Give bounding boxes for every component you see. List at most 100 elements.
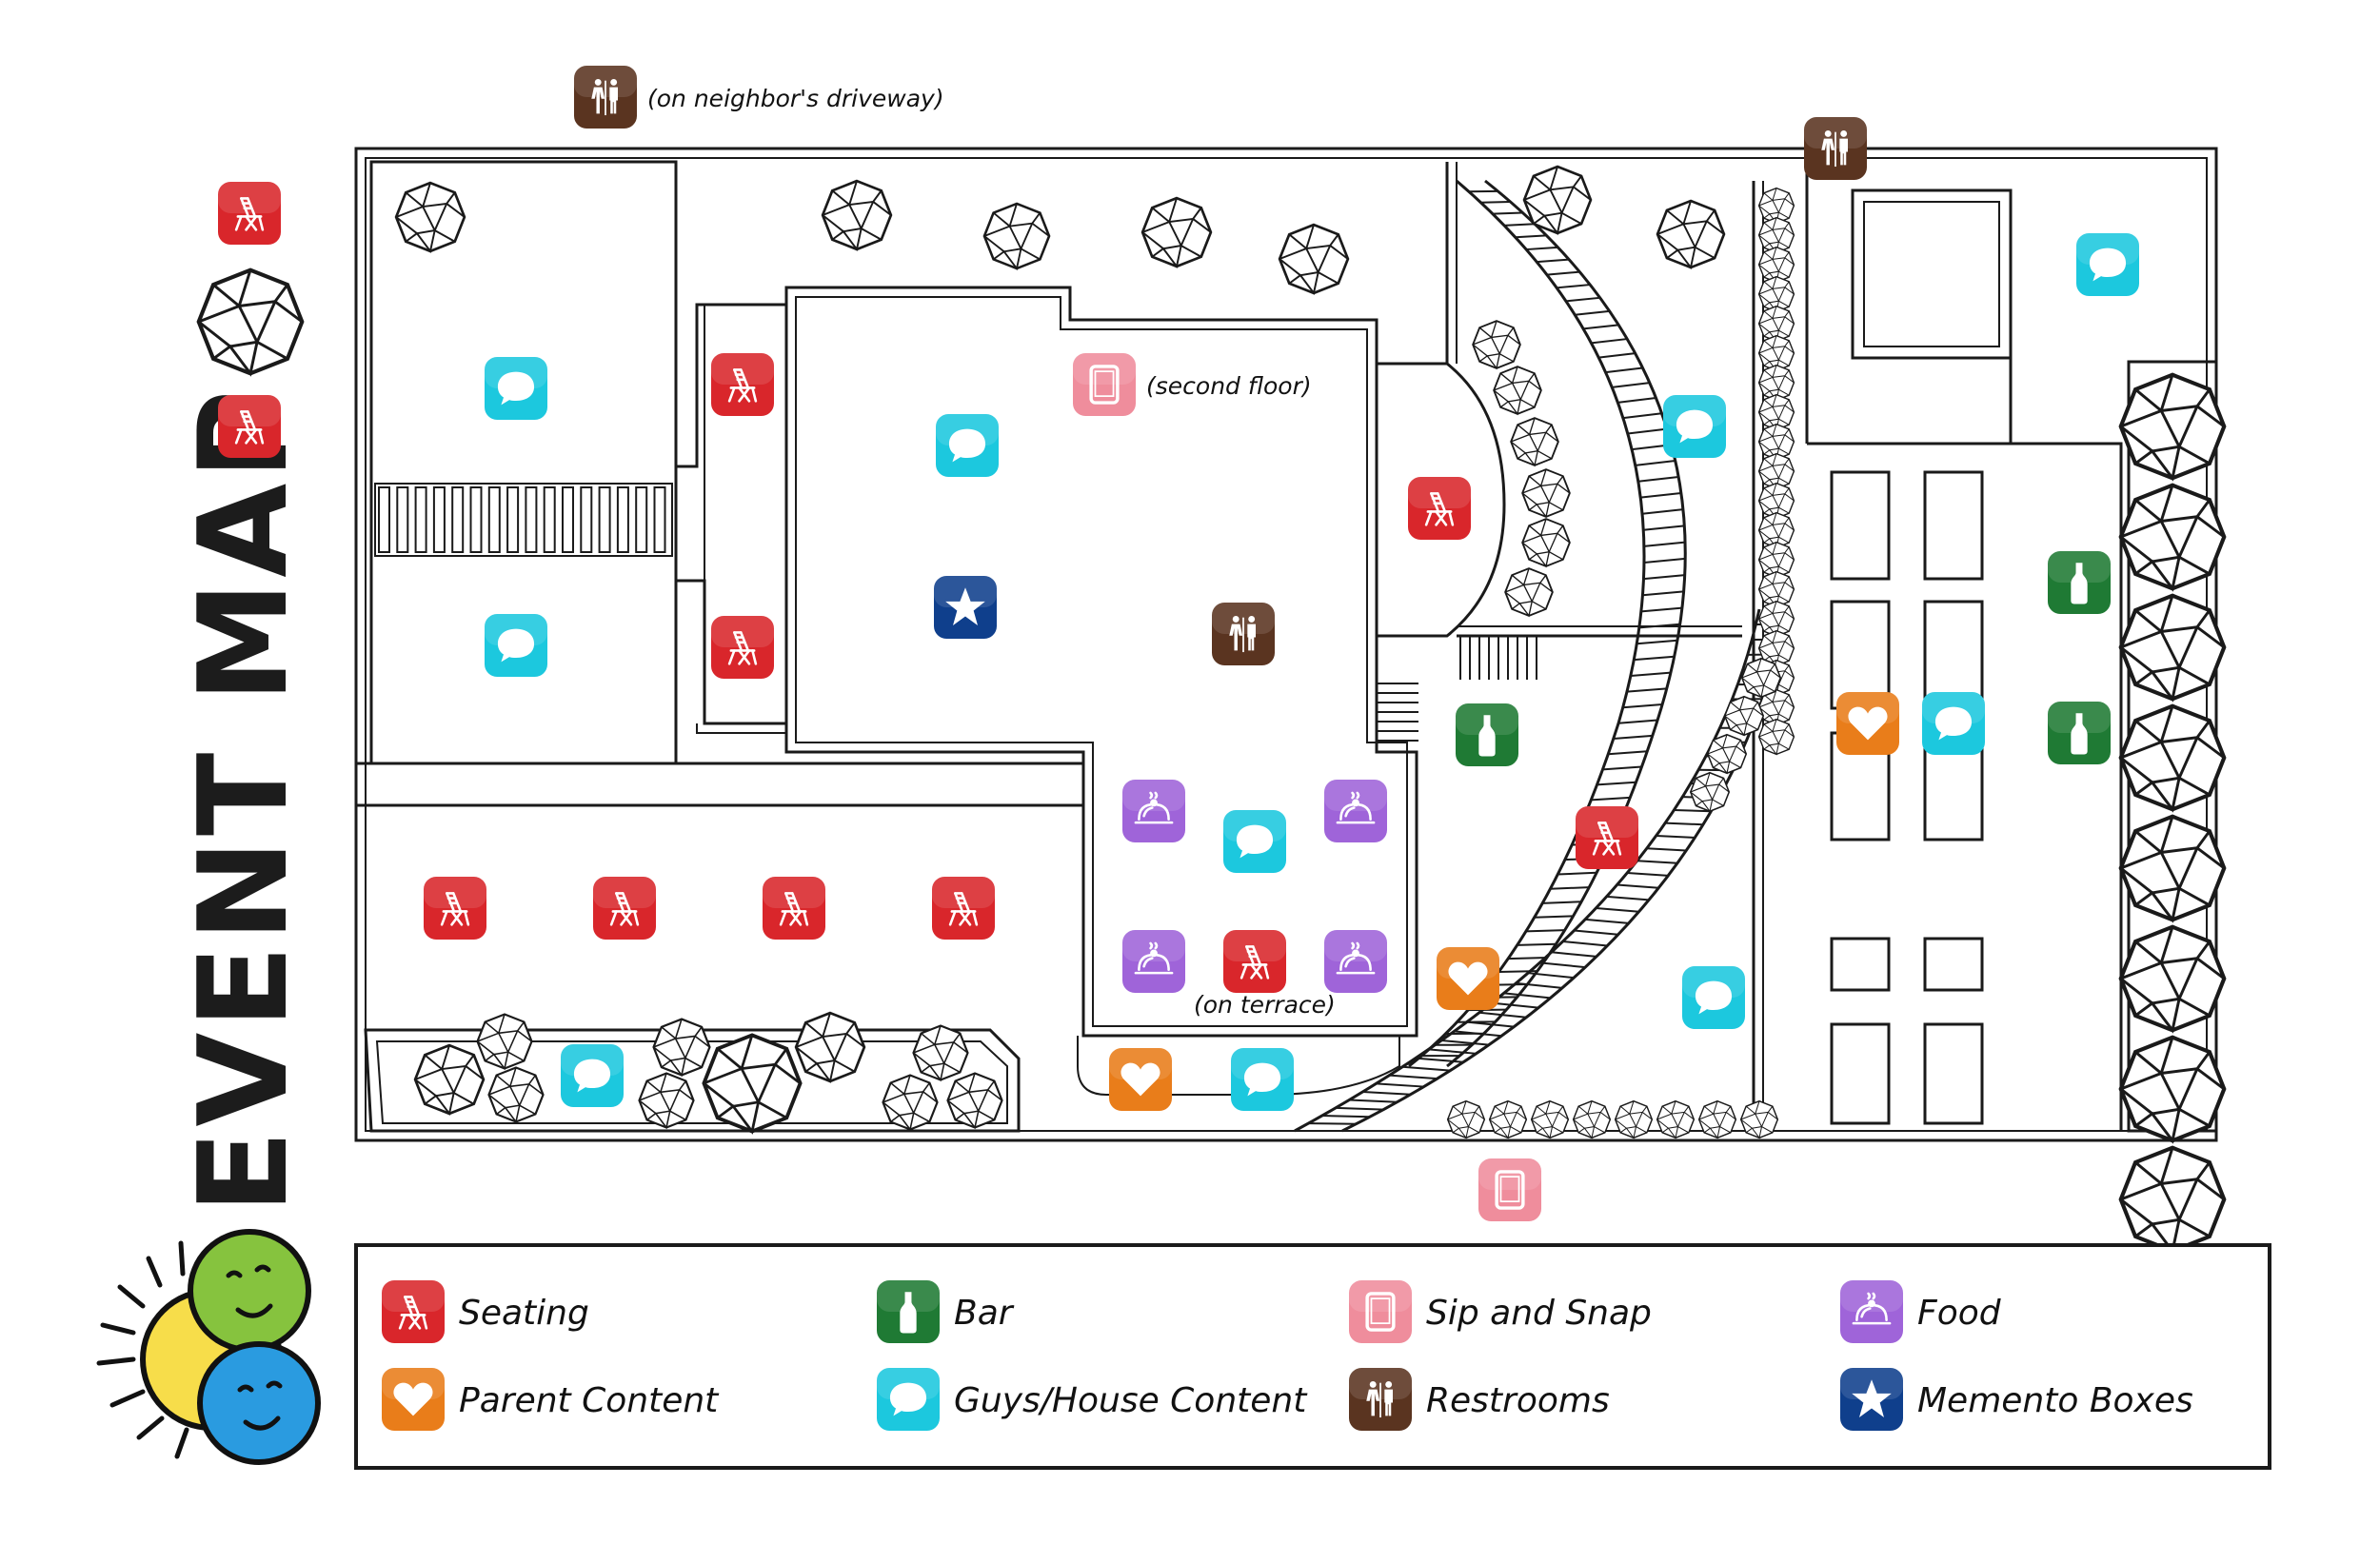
legend-label: Bar (954, 1294, 1015, 1333)
tree-icon (1614, 1099, 1654, 1139)
marker-food[interactable] (1122, 780, 1185, 842)
tree-icon (2121, 927, 2225, 1031)
tree-icon (1140, 196, 1213, 268)
marker-guys-house-content[interactable] (936, 414, 999, 477)
bench-stripes (374, 483, 673, 557)
tree-icon (1689, 771, 1731, 813)
marker-seating[interactable] (218, 395, 281, 458)
marker-guys-house-content[interactable] (1663, 395, 1726, 458)
marker-restrooms[interactable] (1804, 117, 1867, 180)
tree-icon (1446, 1099, 1486, 1139)
tree-icon (702, 1033, 803, 1134)
marker-seating[interactable] (711, 616, 774, 679)
tree-icon (2121, 817, 2225, 921)
tree-icon (1510, 417, 1559, 466)
marker-memento-boxes[interactable] (934, 576, 997, 639)
tree-icon (1493, 366, 1542, 415)
tree-icon (821, 179, 893, 251)
tree-icon (652, 1018, 711, 1077)
marker-seating[interactable] (932, 877, 995, 940)
tree-icon (2121, 485, 2225, 589)
legend-label: Guys/House Content (954, 1381, 1308, 1420)
marker-seating[interactable] (1223, 930, 1286, 993)
tree-icon (1504, 567, 1554, 617)
tree-icon (982, 202, 1051, 270)
tables (1830, 470, 1984, 1125)
tree-icon (2121, 375, 2225, 479)
marker-note: (on neighbor's driveway) (647, 85, 944, 112)
marker-note: (on terrace) (1194, 991, 1336, 1019)
marker-parent-content[interactable] (1109, 1048, 1172, 1111)
legend-item-parent-content: Parent Content (382, 1368, 720, 1431)
legend-item-food: Food (1840, 1280, 2002, 1343)
tree-icon (1656, 1099, 1696, 1139)
marker-seating[interactable] (424, 877, 486, 940)
marker-seating[interactable] (763, 877, 825, 940)
marker-guys-house-content[interactable] (485, 614, 547, 677)
tree-icon (638, 1072, 695, 1129)
marker-seating[interactable] (218, 182, 281, 245)
marker-guys-house-content[interactable] (2076, 233, 2139, 296)
tree-icon (1472, 320, 1521, 369)
legend-box (354, 1243, 2271, 1470)
tree-icon (912, 1024, 969, 1081)
marker-bar[interactable] (1456, 703, 1518, 766)
marker-restrooms[interactable] (1212, 603, 1275, 665)
tree-icon (2121, 596, 2225, 700)
tree-icon (1723, 695, 1765, 737)
marker-note: (second floor) (1146, 372, 1312, 400)
tree-icon (2121, 1148, 2225, 1252)
marker-seating[interactable] (1408, 477, 1471, 540)
tree-icon (1739, 1099, 1779, 1139)
marker-food[interactable] (1122, 930, 1185, 993)
tree-icon (946, 1072, 1003, 1129)
stairs (1377, 636, 1537, 742)
marker-sip-and-snap[interactable] (1478, 1158, 1541, 1221)
legend-label: Sip and Snap (1426, 1294, 1652, 1333)
marker-guys-house-content[interactable] (561, 1044, 624, 1107)
legend-label: Memento Boxes (1917, 1381, 2193, 1420)
tree-icon (199, 270, 303, 374)
marker-seating[interactable] (593, 877, 656, 940)
marker-restrooms[interactable] (574, 66, 637, 129)
marker-parent-content[interactable] (1437, 947, 1499, 1010)
tree-icon (1522, 165, 1593, 235)
tree-icon (1278, 223, 1350, 295)
marker-seating[interactable] (711, 353, 774, 416)
marker-guys-house-content[interactable] (1682, 966, 1745, 1029)
tree-icon (476, 1013, 533, 1070)
legend-label: Seating (459, 1294, 589, 1333)
marker-guys-house-content[interactable] (1231, 1048, 1294, 1111)
marker-guys-house-content[interactable] (1223, 810, 1286, 873)
marker-bar[interactable] (2048, 702, 2111, 764)
marker-guys-house-content[interactable] (1922, 692, 1985, 755)
tree-icon (1521, 468, 1571, 518)
legend-item-guys-house-content: Guys/House Content (877, 1368, 1308, 1431)
marker-seating[interactable] (1576, 806, 1638, 869)
marker-sip-and-snap[interactable] (1073, 353, 1136, 416)
legend-item-restrooms: Restrooms (1349, 1368, 1610, 1431)
tree-icon (1706, 733, 1748, 775)
marker-food[interactable] (1324, 930, 1387, 993)
tree-icon (1656, 199, 1726, 269)
marker-food[interactable] (1324, 780, 1387, 842)
marker-guys-house-content[interactable] (485, 357, 547, 420)
tree-icon (1530, 1099, 1570, 1139)
smiley-logo-icon (96, 1229, 321, 1465)
tree-icon (1572, 1099, 1612, 1139)
legend-item-bar: Bar (877, 1280, 1015, 1343)
legend-label: Parent Content (459, 1381, 720, 1420)
map-markers: (on neighbor's driveway) (second floor) (o… (218, 66, 2139, 1221)
tree-icon (1757, 718, 1795, 756)
tree-icon (413, 1043, 486, 1116)
marker-parent-content[interactable] (1836, 692, 1899, 755)
tree-icon (1697, 1099, 1737, 1139)
floor-plan (354, 147, 2218, 1142)
tree-icon (882, 1074, 939, 1131)
marker-bar[interactable] (2048, 551, 2111, 614)
tree-icon (394, 181, 466, 253)
tree-icon (2121, 706, 2225, 810)
legend-item-memento-boxes: Memento Boxes (1840, 1368, 2193, 1431)
